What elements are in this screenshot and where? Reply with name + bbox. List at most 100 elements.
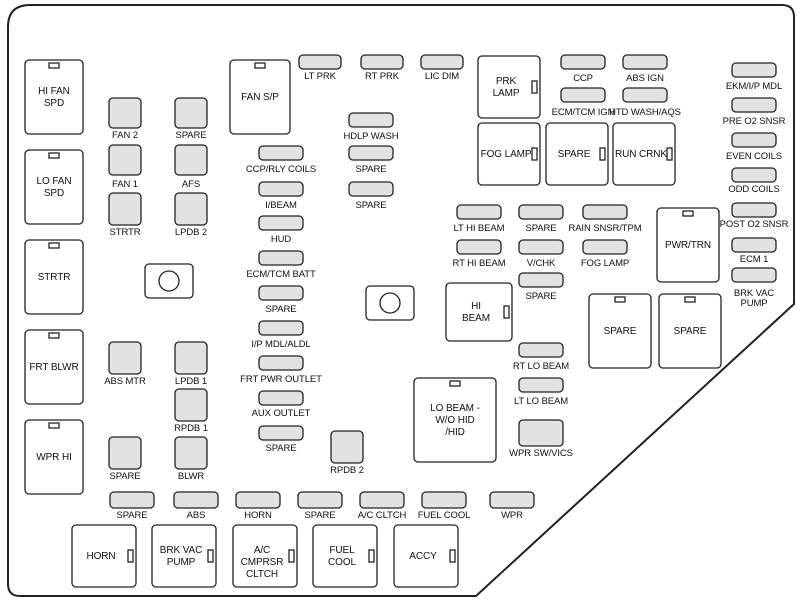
fuse-abs-label: ABS xyxy=(186,510,206,521)
mounting-hole-left xyxy=(158,270,180,292)
relay-accy xyxy=(393,524,459,588)
relay-tab xyxy=(127,549,134,563)
fuse-lt-hi-beam-label: LT HI BEAM xyxy=(453,223,505,234)
fuse-afs xyxy=(174,144,208,176)
fuse-lt-hi-beam xyxy=(456,204,502,220)
fuse-rt-prk-label: RT PRK xyxy=(365,71,399,82)
relay-spare-relay-r1 xyxy=(588,293,652,369)
fuse-aux-outlet xyxy=(258,390,304,406)
fuse-fog-lamp-fuse-label: FOG LAMP xyxy=(580,258,630,269)
relay-tab xyxy=(682,210,694,217)
relay-fog-lamp-relay-label: FOG LAMP xyxy=(480,149,532,160)
fuse-rpdb1-label: RPDB 1 xyxy=(174,423,208,434)
fuse-rain-snsr-label: RAIN SNSR/TPM xyxy=(568,223,642,234)
fuse-ccp-rly-coils xyxy=(258,145,304,161)
fuse-abs-mtr xyxy=(108,341,142,375)
fuse-fog-lamp-fuse xyxy=(582,239,628,255)
fuse-spare-b1-label: SPARE xyxy=(116,510,148,521)
fuse-post-o2-label: POST O2 SNSR xyxy=(719,219,789,230)
relay-tab xyxy=(48,332,60,339)
fuse-ecm-tcm-batt xyxy=(258,250,304,266)
relay-spare-relay-r1-label: SPARE xyxy=(603,326,637,337)
fuse-brk-vac-pump-fuse xyxy=(731,267,777,283)
relay-spare-relay-r2 xyxy=(658,293,722,369)
fuse-strtr-fuse xyxy=(108,192,142,226)
fuse-lpdb1 xyxy=(174,341,208,375)
fuse-ecm1 xyxy=(731,237,777,253)
fuse-hdlp-wash-label: HDLP WASH xyxy=(343,131,399,142)
relay-lo-beam xyxy=(413,377,497,463)
fuse-pre-o2 xyxy=(731,97,777,113)
relay-tab xyxy=(449,549,456,563)
fuse-fan1-label: FAN 1 xyxy=(112,179,138,190)
fuse-spare-sq1-label: SPARE xyxy=(175,130,207,141)
relay-tab xyxy=(368,549,375,563)
fuse-htd-wash xyxy=(622,87,668,103)
fuse-lpdb2-label: LPDB 2 xyxy=(174,227,208,238)
fuse-ekm xyxy=(731,62,777,78)
relay-tab xyxy=(684,296,696,303)
fuse-spare-b2-label: SPARE xyxy=(304,510,336,521)
relay-tab xyxy=(614,296,626,303)
relay-spare-relay-top xyxy=(545,122,609,186)
relay-horn-relay-label: HORN xyxy=(86,551,116,562)
relay-wpr-hi xyxy=(24,419,84,495)
relay-pwr-trn xyxy=(656,207,720,283)
fuse-spare-b1 xyxy=(109,491,155,509)
relay-ac-cmprsr xyxy=(232,524,298,588)
relay-run-crnk-label: RUN CRNK xyxy=(615,149,667,160)
fuse-spare-c4-label: SPARE xyxy=(265,443,297,454)
fuse-lt-prk xyxy=(298,54,342,70)
fuse-rpdb2-label: RPDB 2 xyxy=(330,465,364,476)
fuse-spare-m1 xyxy=(518,204,564,220)
relay-tab xyxy=(48,422,60,429)
fuse-post-o2 xyxy=(731,202,777,218)
fuse-even-coils xyxy=(731,132,777,148)
fuse-lt-lo-beam xyxy=(518,377,564,393)
fuse-odd-coils-label: ODD COILS xyxy=(728,184,780,195)
fuse-v-chk xyxy=(518,239,564,255)
fuse-horn-fuse xyxy=(235,491,281,509)
fuse-afs-label: AFS xyxy=(181,179,201,190)
fuse-ccp-label: CCP xyxy=(573,73,593,84)
relay-prk-lamp xyxy=(477,55,541,119)
fuse-frt-pwr-outlet-label: FRT PWR OUTLET xyxy=(240,374,322,385)
fuse-fuel-cool-fuse xyxy=(421,491,467,509)
relay-frt-blwr-label: FRT BLWR xyxy=(29,362,79,373)
mounting-hole-center xyxy=(379,292,401,314)
relay-lo-fan-spd xyxy=(24,149,84,225)
fuse-abs-ign xyxy=(622,54,668,70)
relay-hi-fan-spd xyxy=(24,59,84,135)
relay-tab xyxy=(48,62,60,69)
fuse-wpr-label: WPR xyxy=(501,510,523,521)
relay-fan-sp-label: FAN S/P xyxy=(241,92,279,103)
relay-tab xyxy=(254,62,266,69)
fuse-ac-cltch-fuse xyxy=(359,491,405,509)
fuse-spare-c4 xyxy=(258,425,304,441)
fuse-lt-prk-label: LT PRK xyxy=(304,71,336,82)
fuse-horn-fuse-label: HORN xyxy=(244,510,272,521)
fuse-pre-o2-label: PRE O2 SNSR xyxy=(722,116,786,127)
fuse-spare-sq2 xyxy=(108,436,142,470)
fuse-spare-sq2-label: SPARE xyxy=(109,471,141,482)
fuse-spare-m2-label: SPARE xyxy=(525,291,557,302)
relay-tab xyxy=(531,147,538,161)
fuse-fan1 xyxy=(108,144,142,176)
fuse-lpdb1-label: LPDB 1 xyxy=(174,376,208,387)
fuse-rt-hi-beam xyxy=(456,239,502,255)
fuse-abs-mtr-label: ABS MTR xyxy=(104,376,146,387)
relay-tab xyxy=(666,147,673,161)
fuse-spare-sq1 xyxy=(174,97,208,129)
fuse-spare-c1-label: SPARE xyxy=(355,164,387,175)
fuse-ecm1-label: ECM 1 xyxy=(739,254,769,265)
fuse-spare-m2 xyxy=(518,272,564,288)
relay-tab xyxy=(48,242,60,249)
fuse-rpdb1 xyxy=(174,388,208,422)
fuse-spare-c2-label: SPARE xyxy=(355,200,387,211)
relay-tab xyxy=(503,305,510,319)
